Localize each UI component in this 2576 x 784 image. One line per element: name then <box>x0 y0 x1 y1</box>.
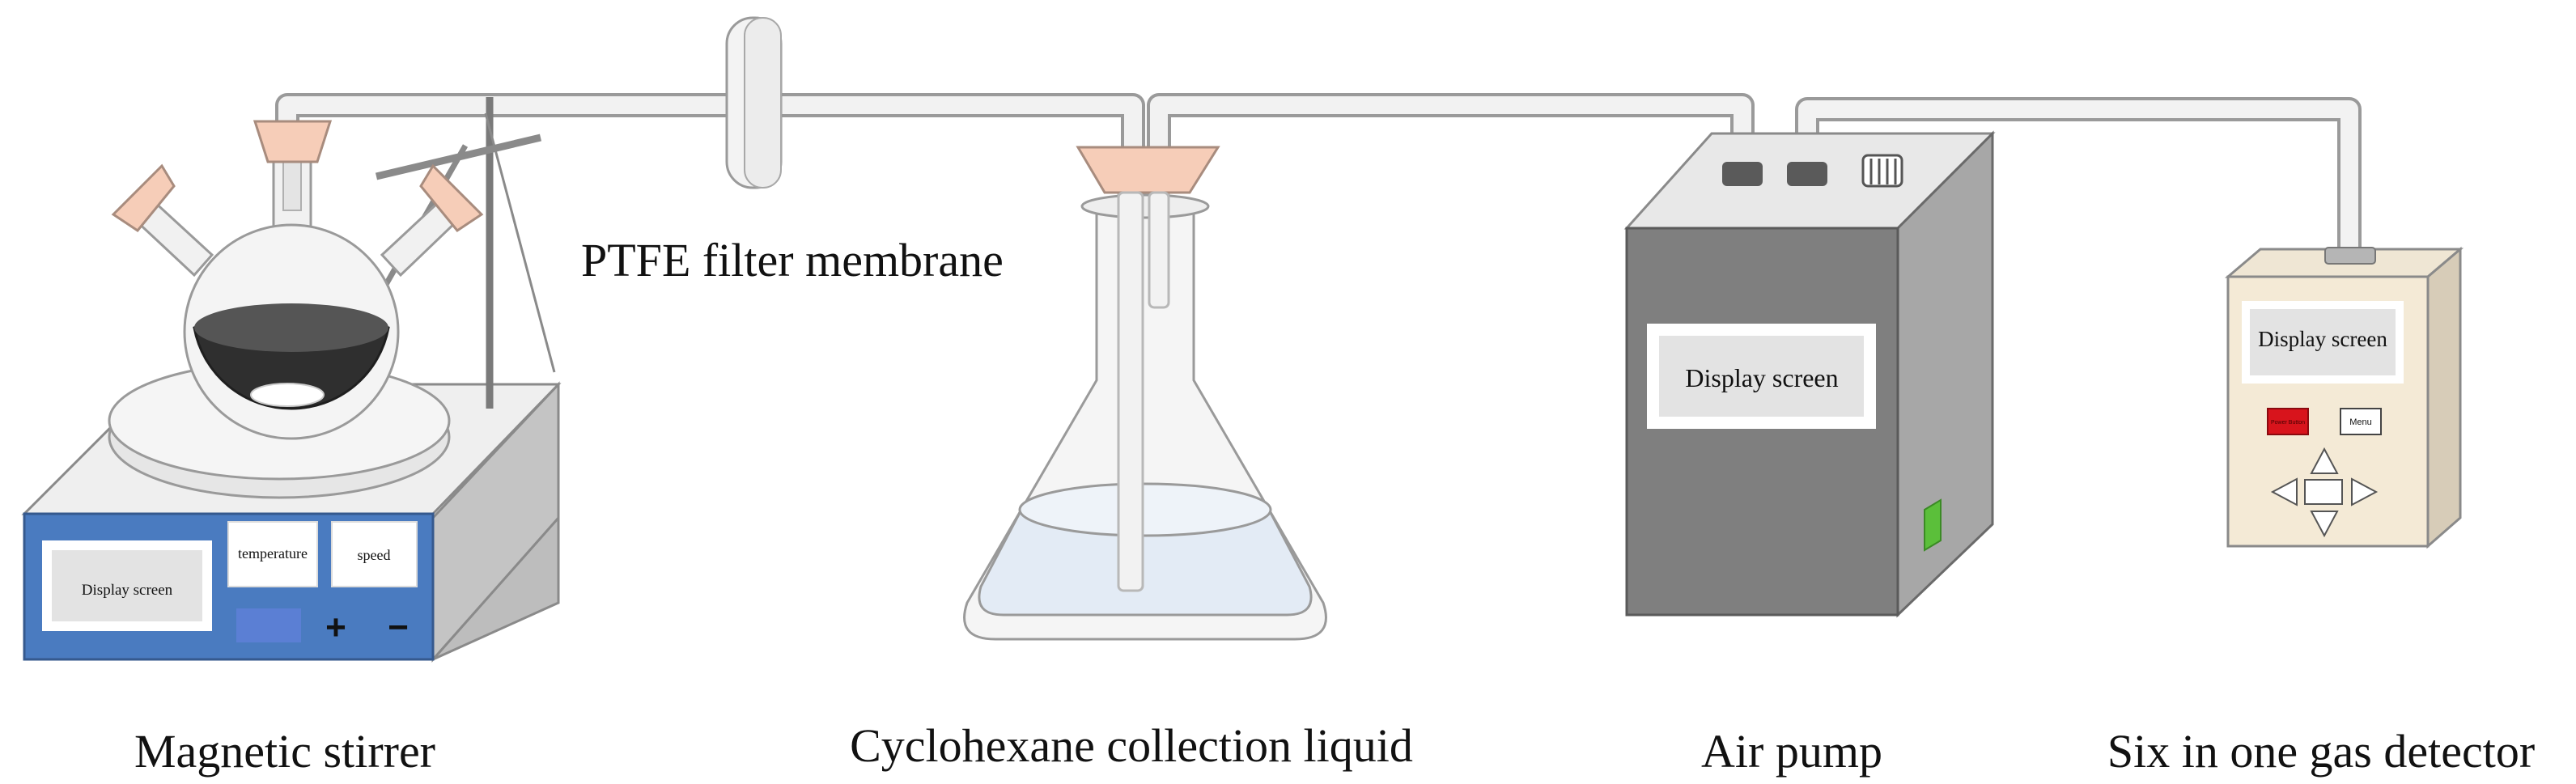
tube-flask-to-pump <box>1147 93 1755 178</box>
detector-menu-button-label: Menu <box>2349 417 2372 427</box>
air-pump: Display screen <box>1623 130 1996 618</box>
label-air-pump: Air pump <box>1701 725 1882 778</box>
flask-stopper <box>1076 146 1220 194</box>
detector-display-screen: Display screen <box>2258 327 2387 351</box>
tube-flask-to-filter <box>275 93 739 190</box>
dpad-down-arrow-icon[interactable] <box>2310 511 2339 538</box>
dpad-up-arrow-icon[interactable] <box>2310 447 2339 474</box>
pump-power-indicator[interactable] <box>1924 498 1942 552</box>
stir-bar <box>250 383 325 407</box>
three-neck-flask <box>111 120 484 440</box>
tubing <box>275 93 2362 592</box>
stirrer-speed-label: speed <box>358 547 391 563</box>
pump-display-screen: Display screen <box>1685 363 1838 392</box>
center-stopper <box>253 120 333 163</box>
stirrer-speed-button[interactable] <box>331 521 418 587</box>
collection-flask <box>963 146 1327 641</box>
pump-outlet-port <box>1787 162 1827 186</box>
left-stopper <box>111 163 176 233</box>
magnetic-stirrer: Display screen temperature speed + − <box>21 361 562 663</box>
label-cyclohexane-collection-liquid: Cyclohexane collection liquid <box>850 719 1413 772</box>
pump-knob-icon[interactable] <box>1861 154 1903 188</box>
dpad-left-arrow-icon[interactable] <box>2270 477 2298 506</box>
right-stopper <box>419 163 484 233</box>
label-magnetic-stirrer: Magnetic stirrer <box>134 725 435 778</box>
stirrer-temperature-button[interactable] <box>227 521 318 587</box>
dpad-center-button[interactable] <box>2304 479 2343 505</box>
detector-inlet-port <box>2324 247 2376 265</box>
ptfe-filter <box>725 16 783 189</box>
stirrer-minus-button[interactable]: − <box>388 608 409 647</box>
stirrer-value-indicator <box>236 608 301 642</box>
stirrer-plus-button[interactable]: + <box>325 608 346 647</box>
detector-menu-button[interactable] <box>2340 408 2382 435</box>
detector-power-button[interactable] <box>2267 408 2309 435</box>
dpad-right-arrow-icon[interactable] <box>2351 477 2379 506</box>
label-ptfe-filter-membrane: PTFE filter membrane <box>581 234 1004 286</box>
detector-power-button-label: Power Button <box>2271 420 2305 426</box>
label-six-in-one-gas-detector: Six in one gas detector <box>2107 725 2535 778</box>
stirrer-display-screen: Display screen <box>82 582 173 599</box>
dip-tube-visible <box>1117 191 1144 592</box>
stirrer-temperature-label: temperature <box>238 545 308 562</box>
gas-detector: Display screen Power Button Menu <box>2224 246 2464 549</box>
vent-tube-visible <box>1148 191 1170 309</box>
pump-inlet-port <box>1722 162 1763 186</box>
